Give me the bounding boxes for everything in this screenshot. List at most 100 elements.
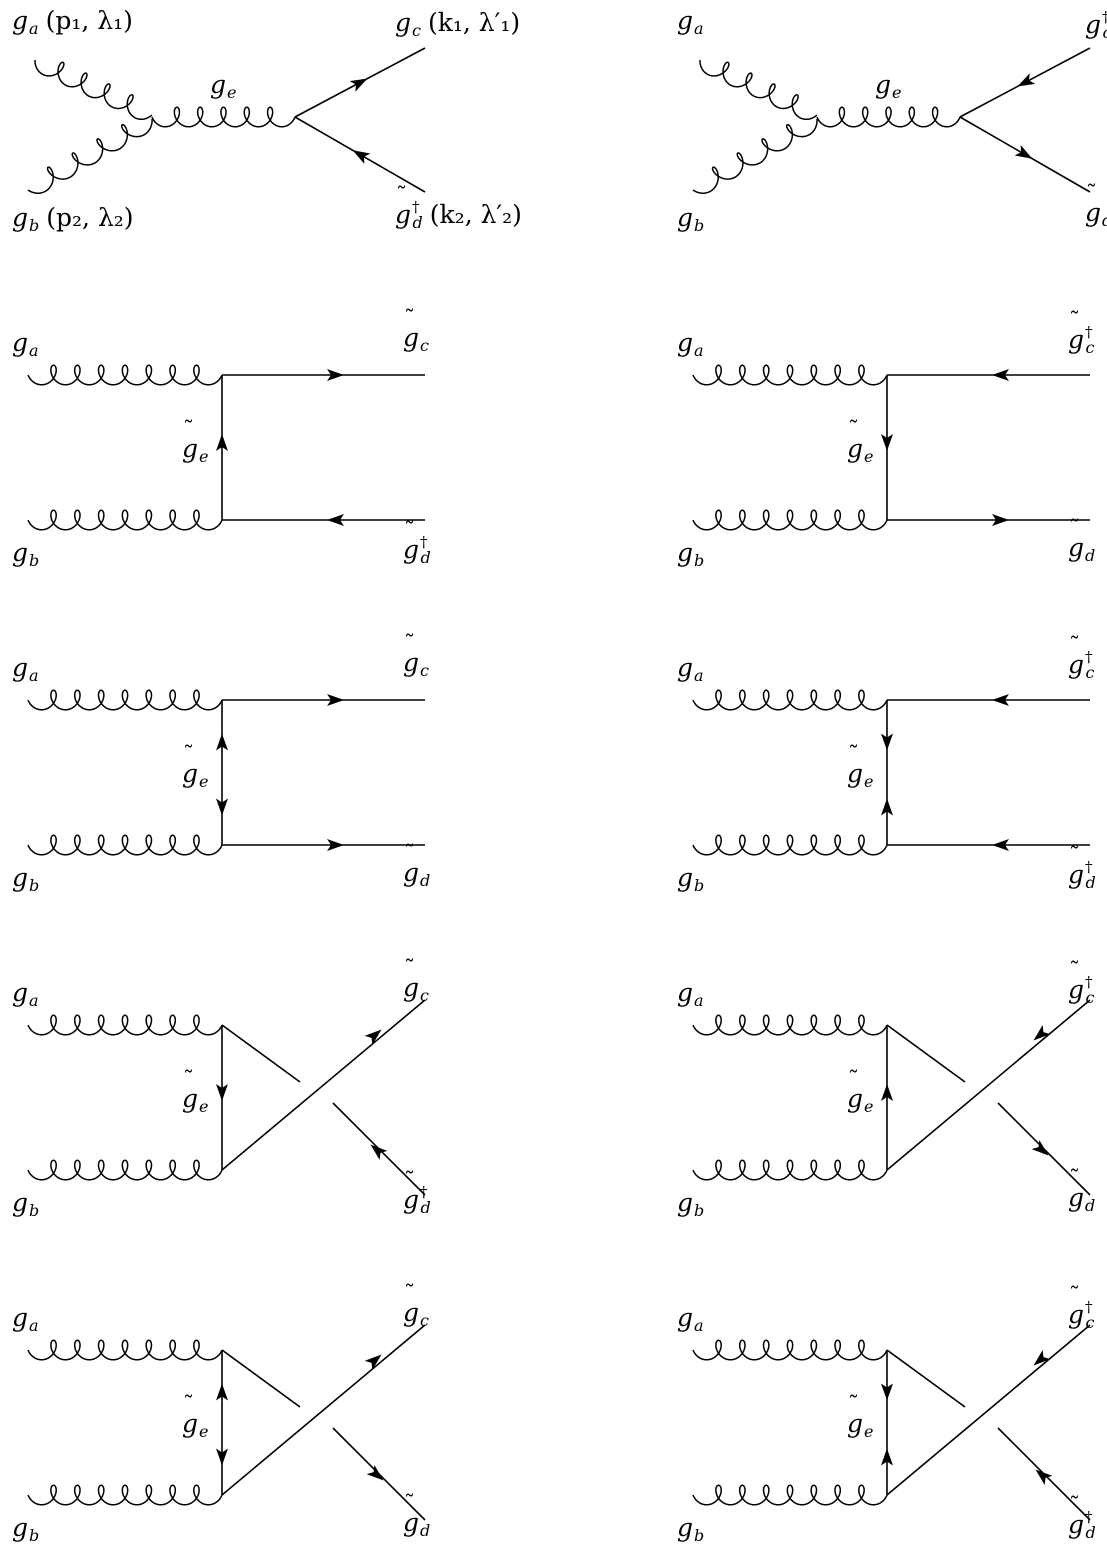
tilde-mark: ˜ bbox=[1069, 634, 1080, 659]
diagram-9-arrow-c bbox=[364, 1354, 382, 1371]
diagram-7-label-ga: ga bbox=[12, 978, 39, 1010]
diagram-4-label-gb: gb bbox=[677, 538, 705, 570]
diagram-5-arrow-propagator-top bbox=[216, 733, 228, 751]
diagram-9-gluon-b bbox=[27, 1484, 223, 1506]
diagram-1-arrow-c bbox=[349, 78, 368, 92]
subscript: d bbox=[1102, 211, 1107, 230]
subscript: a bbox=[694, 991, 704, 1010]
tilde-mark: ˜ bbox=[396, 0, 407, 17]
subscript: c bbox=[412, 21, 421, 40]
diagram-8-label-gd: g˜d bbox=[1068, 1167, 1096, 1215]
subscript: c bbox=[1085, 338, 1095, 357]
diagram-2-label-ga: ga bbox=[677, 6, 704, 38]
diagram-9-arrow-propagator-bottom bbox=[216, 1448, 228, 1466]
diagram-9-label-gb: gb bbox=[12, 1513, 40, 1545]
subscript: e bbox=[864, 446, 874, 466]
diagram-5-label-gd: g˜d bbox=[403, 842, 431, 890]
diagram-7-gluon-b bbox=[27, 1159, 223, 1181]
diagram-8-fermion-c bbox=[886, 999, 1091, 1171]
diagram-7-arrow-propagator bbox=[216, 1084, 228, 1101]
diagram-6-gluon-b bbox=[692, 834, 888, 856]
diagram-6-label-gc: g˜†c bbox=[1068, 634, 1095, 682]
subscript: d bbox=[420, 548, 431, 567]
diagram-9-arrow-propagator-top bbox=[216, 1383, 228, 1401]
diagram-7-gluon-a bbox=[27, 1014, 223, 1036]
subscript: c bbox=[420, 1311, 429, 1330]
diagram-6-gluon-a bbox=[692, 689, 888, 711]
subscript: b bbox=[694, 216, 705, 235]
diagram-9-label-ga: ga bbox=[12, 1303, 39, 1335]
diagram-10-fermion-c bbox=[886, 1324, 1091, 1496]
diagram-7-arrow-c bbox=[364, 1029, 382, 1046]
diagram-2-label-gc: g˜†c bbox=[1085, 0, 1107, 41]
diagram-9-arrow-d bbox=[366, 1464, 384, 1481]
diagram-4-label-ga: ga bbox=[677, 328, 704, 360]
diagram-8-gluon-b bbox=[692, 1159, 888, 1181]
momentum-label: (k₂, λ′₂) bbox=[429, 200, 522, 229]
diagram-10-arrow-propagator-bottom bbox=[881, 1448, 893, 1466]
dagger-mark: † bbox=[1085, 1508, 1093, 1526]
subscript: a bbox=[29, 19, 39, 38]
diagram-10-gluon-a bbox=[692, 1339, 888, 1361]
dagger-mark: † bbox=[1085, 973, 1093, 991]
diagram-6-arrow-d bbox=[992, 839, 1009, 851]
subscript: b bbox=[29, 1201, 40, 1220]
diagram-1-arrow-d bbox=[352, 150, 371, 164]
diagram-6-arrow-propagator-top bbox=[881, 733, 893, 751]
subscript: a bbox=[29, 991, 39, 1010]
diagram-2-gluon-b bbox=[692, 118, 818, 194]
diagram-10-fermion-d-a bbox=[886, 1349, 966, 1408]
diagram-3-arrow-propagator bbox=[216, 434, 228, 451]
diagram-4-label-gc: g˜†c bbox=[1068, 309, 1095, 357]
diagram-5-arrow-c bbox=[327, 694, 344, 706]
diagram-3-gluon-a bbox=[27, 364, 223, 386]
diagram-1-gluon-b bbox=[27, 118, 153, 194]
tilde-mark: ˜ bbox=[404, 1169, 415, 1194]
subscript: b bbox=[694, 876, 705, 895]
tilde-mark: ˜ bbox=[1069, 517, 1080, 542]
tilde-mark: ˜ bbox=[404, 1282, 415, 1307]
tilde-mark: ˜ bbox=[1086, 182, 1097, 207]
diagram-4-gluon-b bbox=[692, 509, 888, 531]
tilde-mark: ˜ bbox=[404, 632, 415, 657]
subscript: d bbox=[1085, 873, 1096, 892]
diagram-1-label-gb: gb(p₂, λ₂) bbox=[12, 203, 134, 235]
diagram-9-label-gc: g˜c bbox=[403, 1282, 429, 1330]
tilde-mark: ˜ bbox=[183, 1392, 194, 1418]
diagram-10-arrow-d bbox=[1035, 1469, 1053, 1486]
subscript: e bbox=[199, 771, 209, 791]
subscript: c bbox=[1085, 988, 1095, 1007]
diagram-3-label-gd: g˜†d bbox=[403, 519, 431, 567]
diagram-2-gluon-a bbox=[699, 59, 818, 121]
subscript: b bbox=[694, 1201, 705, 1220]
subscript: d bbox=[420, 1521, 431, 1540]
diagram-10-label-ge: g˜e bbox=[847, 1392, 874, 1441]
subscript: e bbox=[227, 83, 237, 102]
dagger-mark: † bbox=[1085, 858, 1093, 876]
tilde-mark: ˜ bbox=[183, 1067, 194, 1093]
subscript: a bbox=[29, 1316, 39, 1335]
subscript: d bbox=[1085, 1523, 1096, 1542]
diagram-6-label-ge: g˜e bbox=[847, 742, 874, 791]
diagram-9-fermion-d-a bbox=[221, 1349, 301, 1408]
diagram-6-label-gb: gb bbox=[677, 863, 705, 895]
diagram-8-label-ge: g˜e bbox=[847, 1067, 874, 1116]
diagram-5-gluon-a bbox=[27, 689, 223, 711]
subscript: a bbox=[29, 666, 39, 685]
diagram-10-arrow-propagator-top bbox=[881, 1383, 893, 1401]
diagram-8-fermion-d-a bbox=[886, 1024, 966, 1083]
subscript: c bbox=[420, 336, 429, 355]
subscript: e bbox=[892, 83, 902, 102]
diagram-8-label-ga: ga bbox=[677, 978, 704, 1010]
diagram-7-fermion-d-a bbox=[221, 1024, 301, 1083]
diagram-1-label-gc: g˜c(k₁, λ′₁) bbox=[395, 0, 520, 40]
subscript: a bbox=[694, 666, 704, 685]
subscript: d bbox=[1085, 546, 1096, 565]
tilde-mark: ˜ bbox=[183, 417, 194, 443]
diagram-1-label-ga: ga(p₁, λ₁) bbox=[12, 6, 133, 38]
subscript: a bbox=[694, 19, 704, 38]
diagram-7-arrow-d bbox=[370, 1144, 388, 1161]
diagram-3-label-ga: ga bbox=[12, 328, 39, 360]
diagram-8-arrow-c bbox=[1033, 1024, 1051, 1041]
